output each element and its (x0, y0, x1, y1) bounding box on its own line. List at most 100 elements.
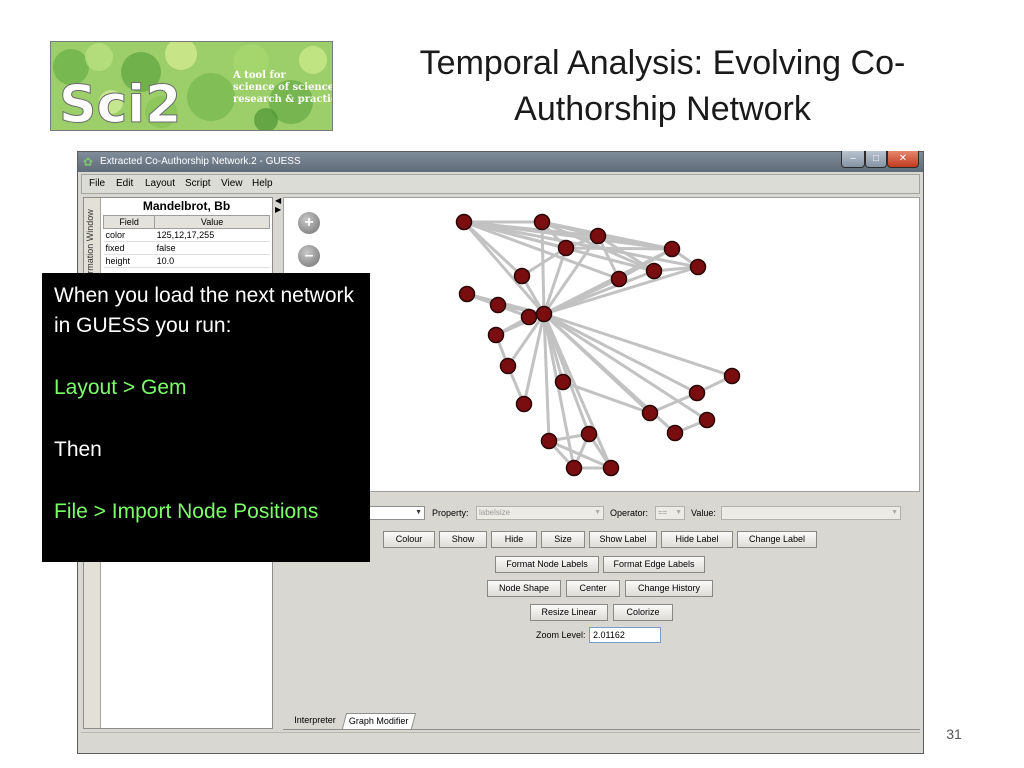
window-titlebar[interactable]: ✿ Extracted Co-Authorship Network.2 - GU… (78, 151, 923, 172)
format-edge-labels-button[interactable]: Format Edge Labels (603, 556, 705, 573)
graph-node[interactable] (565, 459, 583, 477)
graph-edge[interactable] (462, 220, 524, 278)
chevron-down-icon: ▼ (891, 509, 898, 516)
menu-view[interactable]: View (221, 178, 243, 189)
menu-file[interactable]: File (89, 178, 106, 189)
column-header-field[interactable]: Field (102, 215, 156, 229)
graph-node[interactable] (645, 262, 663, 280)
hide-label-button[interactable]: Hide Label (661, 531, 733, 548)
expand-right-icon[interactable]: ▶ (275, 205, 282, 214)
graph-node[interactable] (489, 296, 507, 314)
resize-linear-button[interactable]: Resize Linear (530, 604, 608, 621)
graph-node[interactable] (610, 270, 628, 288)
graph-edge[interactable] (562, 380, 651, 415)
table-row[interactable]: color 125,12,17,255 (103, 228, 270, 242)
graph-edge[interactable] (463, 220, 699, 269)
property-label: Property: (432, 508, 469, 518)
graph-node[interactable] (557, 239, 575, 257)
value-cell[interactable]: 125,12,17,255 (154, 228, 270, 242)
graph-edge[interactable] (542, 313, 551, 442)
value-select[interactable]: ▼ (721, 506, 901, 520)
graph-node[interactable] (515, 395, 533, 413)
graph-edge[interactable] (543, 312, 698, 395)
zoom-level-input[interactable]: 2.01162 (589, 627, 661, 643)
graph-edge[interactable] (543, 277, 620, 316)
close-button[interactable]: ✕ (887, 151, 919, 168)
change-history-button[interactable]: Change History (625, 580, 713, 597)
graph-edge[interactable] (521, 246, 567, 278)
graph-node[interactable] (455, 213, 473, 231)
tab-interpreter[interactable]: Interpreter (294, 715, 336, 725)
panel-splitter[interactable]: ◀ ▶ (275, 197, 281, 729)
node-properties-table: Field Value color 125,12,17,255 fixed fa… (102, 215, 270, 268)
graph-node[interactable] (698, 411, 716, 429)
graph-edge[interactable] (463, 220, 620, 281)
node-shape-button[interactable]: Node Shape (487, 580, 561, 597)
minimize-button[interactable]: – (841, 151, 865, 168)
graph-node[interactable] (580, 425, 598, 443)
colour-button[interactable]: Colour (383, 531, 435, 548)
center-button[interactable]: Center (566, 580, 620, 597)
graph-edge[interactable] (541, 220, 655, 273)
tab-graph-modifier-label: Graph Modifier (349, 716, 409, 726)
graph-node[interactable] (499, 357, 517, 375)
graph-edge[interactable] (618, 247, 673, 281)
graph-node[interactable] (535, 305, 553, 323)
graph-node[interactable] (723, 367, 741, 385)
graph-edge[interactable] (462, 221, 546, 315)
graph-canvas[interactable]: + – (283, 197, 920, 492)
show-label-button[interactable]: Show Label (589, 531, 657, 548)
graph-node[interactable] (540, 432, 558, 450)
property-select[interactable]: labelsize ▼ (476, 506, 604, 520)
graph-edge[interactable] (548, 439, 612, 470)
table-row[interactable]: height 10.0 (103, 254, 270, 268)
operator-select[interactable]: == ▼ (655, 506, 685, 520)
graph-edge[interactable] (522, 313, 546, 405)
graph-edge[interactable] (542, 313, 576, 469)
graph-edge[interactable] (543, 312, 708, 422)
graph-edge[interactable] (649, 391, 698, 415)
zoom-in-button[interactable]: + (298, 212, 320, 234)
graph-node[interactable] (666, 424, 684, 442)
zoom-out-button[interactable]: – (298, 245, 320, 267)
graph-node[interactable] (641, 404, 659, 422)
show-button[interactable]: Show (439, 531, 487, 548)
graph-node[interactable] (554, 373, 572, 391)
graph-node[interactable] (689, 258, 707, 276)
graph-edge[interactable] (543, 265, 699, 316)
collapse-left-icon[interactable]: ◀ (275, 196, 282, 205)
graph-edge[interactable] (463, 220, 673, 251)
graph-node[interactable] (602, 459, 620, 477)
menu-help[interactable]: Help (252, 178, 273, 189)
graph-edge[interactable] (597, 234, 673, 251)
chevron-down-icon: ▼ (415, 509, 422, 516)
value-cell[interactable]: false (154, 241, 270, 255)
network-graph[interactable] (284, 198, 919, 491)
graph-node[interactable] (533, 213, 551, 231)
graph-edge[interactable] (506, 313, 546, 367)
format-node-labels-button[interactable]: Format Node Labels (495, 556, 599, 573)
change-label-button[interactable]: Change Label (737, 531, 817, 548)
property-select-value: labelsize (479, 508, 511, 517)
menu-layout[interactable]: Layout (145, 178, 176, 189)
graph-node[interactable] (458, 285, 476, 303)
hide-button[interactable]: Hide (491, 531, 537, 548)
maximize-button[interactable]: □ (865, 151, 887, 168)
graph-edge[interactable] (542, 313, 613, 469)
colorize-button[interactable]: Colorize (613, 604, 673, 621)
table-row[interactable]: fixed false (103, 241, 270, 255)
guess-window: ✿ Extracted Co-Authorship Network.2 - GU… (77, 151, 924, 754)
value-cell[interactable]: 10.0 (154, 254, 270, 268)
graph-node[interactable] (487, 326, 505, 344)
graph-node[interactable] (663, 240, 681, 258)
column-header-value[interactable]: Value (154, 215, 270, 229)
tab-graph-modifier[interactable]: Graph Modifier (341, 713, 417, 729)
graph-node[interactable] (513, 267, 531, 285)
size-button[interactable]: Size (541, 531, 585, 548)
graph-edge[interactable] (543, 312, 733, 378)
graph-node[interactable] (688, 384, 706, 402)
graph-node[interactable] (589, 227, 607, 245)
menu-script[interactable]: Script (185, 178, 211, 189)
menu-edit[interactable]: Edit (116, 178, 134, 189)
graph-node[interactable] (520, 308, 538, 326)
